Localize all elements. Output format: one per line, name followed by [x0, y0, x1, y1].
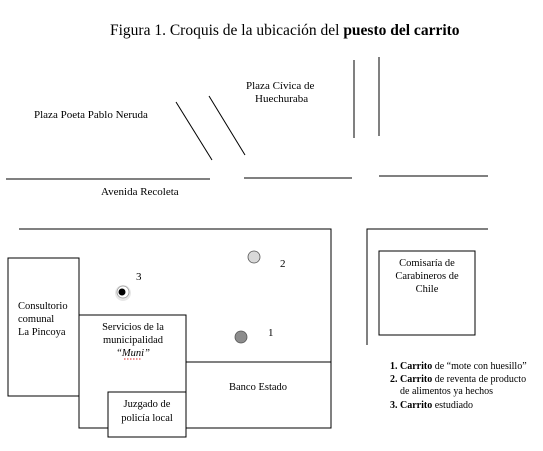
servicios-label-line1: Servicios de la — [102, 322, 164, 333]
legend-item-2: 2. Carrito de reventa de producto — [390, 374, 526, 385]
marker-2-dot — [247, 250, 261, 264]
marker-1-dot — [234, 330, 248, 344]
servicios-label-line2: municipalidad — [103, 335, 164, 346]
juzgado-label-line1: Juzgado de — [124, 399, 171, 410]
consultorio-label-line1: Consultorio — [18, 301, 68, 312]
juzgado-building — [107, 391, 187, 438]
main-block-outline — [19, 228, 332, 429]
servicios-label-line3: “Muni” — [116, 348, 150, 359]
plaza-civica-label-line1: Plaza Cívica de — [246, 80, 315, 92]
figure-title: Figura 1. Croquis de la ubicación del pu… — [110, 22, 460, 39]
consultorio-building — [7, 257, 80, 397]
diagonal-street-left — [175, 101, 213, 161]
legend-item-3: 3. Carrito estudiado — [390, 400, 473, 411]
marker-1-number: 1 — [268, 327, 274, 339]
legend-item-2-line2: de alimentos ya hechos — [400, 386, 493, 397]
marker-2-number: 2 — [280, 258, 286, 270]
comisaria-label-line1: Comisaría de — [399, 258, 455, 269]
consultorio-label-line3: La Pincoya — [18, 327, 66, 338]
avenida-label: Avenida Recoleta — [101, 186, 179, 198]
diagonal-street-right — [208, 95, 246, 156]
right-block-outline — [366, 228, 488, 345]
plaza-neruda-label: Plaza Poeta Pablo Neruda — [34, 109, 148, 121]
marker-3-dot — [118, 288, 126, 296]
marker-3-number: 3 — [136, 271, 142, 283]
consultorio-label-line2: comunal — [18, 314, 54, 325]
plaza-civica-label-line2: Huechuraba — [255, 93, 308, 105]
comisaria-label-line2: Carabineros de — [395, 271, 459, 282]
legend-item-1: 1. Carrito de “mote con huesillo” — [390, 361, 527, 372]
banco-label: Banco Estado — [229, 382, 287, 393]
legend: 1. Carrito de “mote con huesillo” 2. Car… — [390, 361, 527, 411]
comisaria-label-line3: Chile — [416, 284, 439, 295]
juzgado-label-line2: policía local — [121, 413, 173, 424]
comisaria-building — [378, 250, 476, 336]
